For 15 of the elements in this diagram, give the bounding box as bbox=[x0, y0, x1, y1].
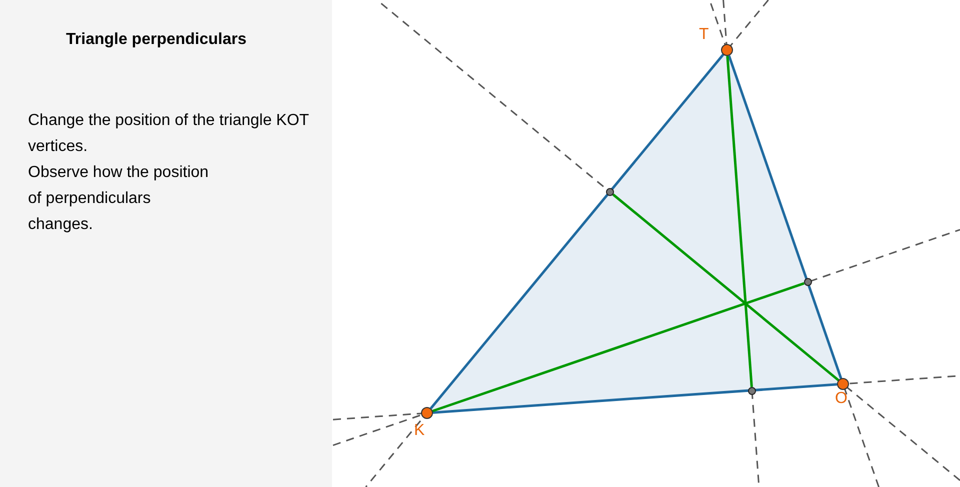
altitude-line bbox=[726, 56, 753, 388]
instruction-text: Change the position of the triangle KOT vertices. bbox=[28, 111, 310, 157]
triangle-side bbox=[728, 55, 842, 379]
vertex-label: O bbox=[835, 391, 848, 407]
triangle-side bbox=[430, 54, 724, 410]
altitude-line bbox=[612, 194, 840, 382]
instruction-text: Observe how the position of perpendiculars changes. bbox=[28, 163, 210, 235]
vertex-label: K bbox=[414, 423, 425, 439]
foot-point bbox=[606, 188, 614, 196]
foot-point bbox=[804, 278, 812, 286]
altitude-line bbox=[432, 282, 805, 412]
foot-point bbox=[748, 387, 756, 395]
vertex-label: T bbox=[699, 27, 709, 43]
title: Triangle perpendiculars bbox=[66, 30, 246, 50]
triangle-side bbox=[432, 383, 838, 414]
